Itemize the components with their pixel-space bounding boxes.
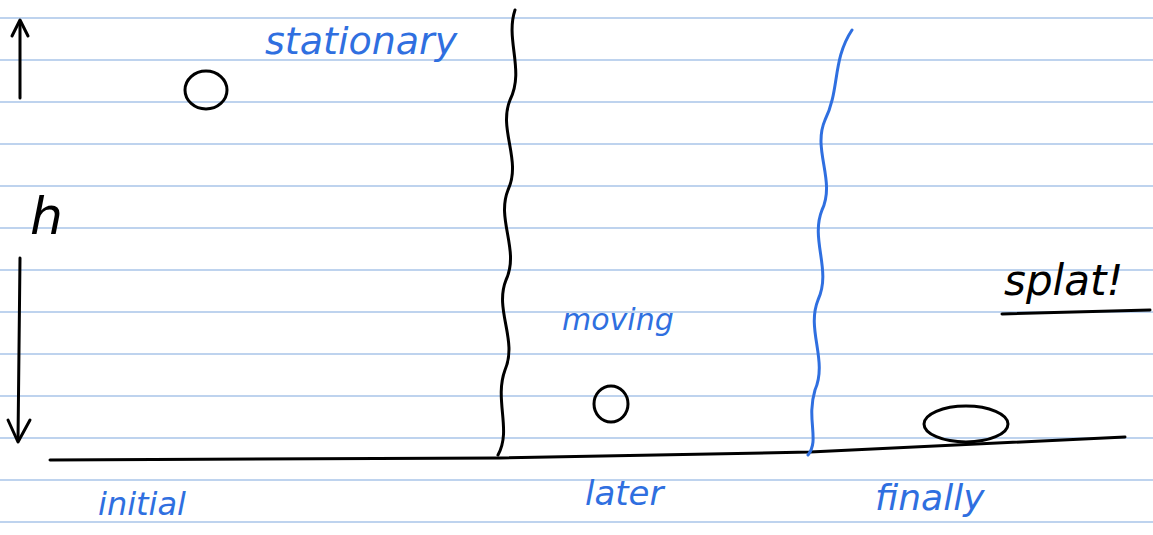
divider-wave xyxy=(498,10,516,455)
impact-note: splat! xyxy=(1004,260,1123,302)
ball xyxy=(185,71,227,109)
ball xyxy=(594,386,628,422)
ruled-lines xyxy=(0,18,1153,522)
underline xyxy=(1002,310,1150,314)
divider-wave xyxy=(808,30,852,455)
state-note: stationary xyxy=(265,22,457,60)
height-symbol: h xyxy=(30,190,63,242)
splatted-ball xyxy=(924,406,1008,442)
stage-label: finally xyxy=(875,480,984,516)
ground-line xyxy=(50,437,1125,460)
stage-label: later xyxy=(585,476,664,510)
stage-label: initial xyxy=(98,488,186,520)
state-note: moving xyxy=(562,305,674,335)
height-arrow xyxy=(8,20,30,442)
